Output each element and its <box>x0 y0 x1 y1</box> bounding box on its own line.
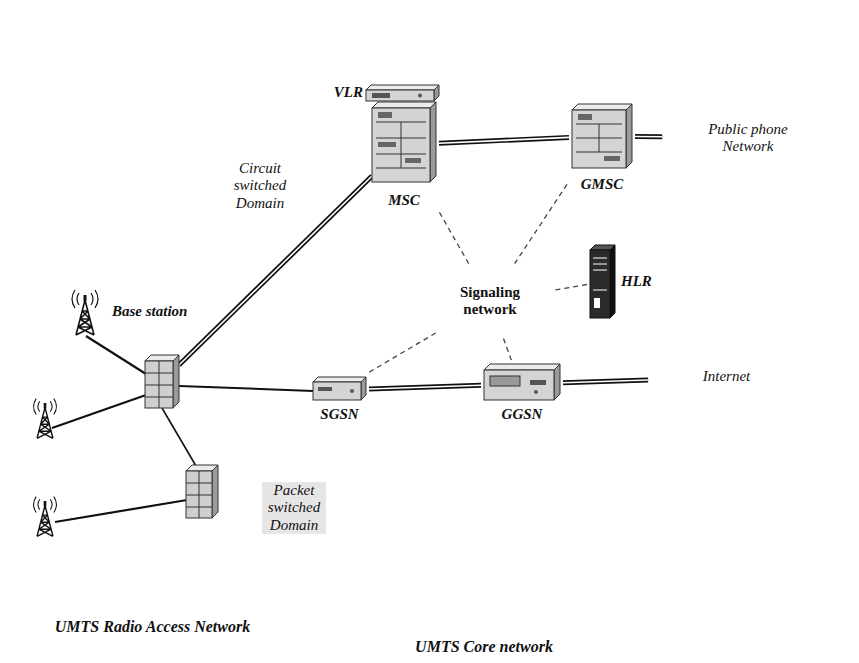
cloud-shape <box>290 2 677 621</box>
ggsn-device <box>484 364 560 400</box>
signaling-dash <box>366 333 436 374</box>
device-label: MSC <box>388 192 420 209</box>
cloud-label: UMTS Radio Access Network <box>55 618 250 636</box>
signaling-link <box>555 285 587 290</box>
vlr-device <box>366 85 439 101</box>
trunk-link <box>635 136 662 137</box>
network-device: GGSN <box>481 361 563 426</box>
label-holder: Packet switched Domain <box>262 482 326 534</box>
signaling-link <box>366 333 436 374</box>
trunk-outer <box>369 385 481 389</box>
trunk-inner <box>635 136 662 138</box>
gmsc-device <box>572 104 632 168</box>
signaling-link <box>515 181 569 263</box>
trunk-link <box>563 380 648 383</box>
base-station-tower <box>34 497 57 537</box>
device-label: Base station <box>112 303 187 320</box>
network-device: MSC <box>369 99 439 212</box>
network-device: Base station <box>65 285 190 339</box>
cloud-label: Signaling network <box>447 284 533 319</box>
cloud-label: UMTS Core network <box>415 638 553 656</box>
base-station-tower <box>72 290 98 335</box>
trunk-inner <box>563 380 648 383</box>
network-cloud: Signaling network <box>420 259 560 343</box>
device-label: GGSN <box>502 406 543 423</box>
trunk-link <box>439 137 569 143</box>
network-device: HLR <box>587 242 655 321</box>
trunk-outer <box>635 134 662 139</box>
network-device: SGSN <box>310 374 369 426</box>
signaling-dash <box>515 181 569 263</box>
device-label: VLR <box>334 84 363 101</box>
cloud-label: Internet <box>703 368 750 385</box>
cloud-label: Public phone Network <box>692 121 804 156</box>
device-label: HLR <box>621 273 652 290</box>
label-holder: Circuit switched Domain <box>228 160 292 212</box>
cloud-shape <box>647 320 840 434</box>
signaling-link <box>439 212 469 264</box>
base-station-tower <box>34 399 57 439</box>
signaling-dash <box>504 339 512 362</box>
network-cloud: Internet <box>640 318 853 436</box>
signaling-dash <box>439 212 469 264</box>
trunk-outer <box>563 380 648 383</box>
trunk-outer <box>439 137 569 143</box>
signaling-dash <box>555 285 587 290</box>
network-cloud: UMTS Core network VLR MSC GMSC Signaling net… <box>288 0 680 663</box>
signaling-link <box>504 339 512 362</box>
rnc-cabinet <box>186 465 218 518</box>
sgsn-device <box>313 377 366 400</box>
rnc-cabinet <box>145 355 179 408</box>
device-label: GMSC <box>581 176 624 193</box>
network-device: GMSC <box>569 101 635 196</box>
cloud-shape <box>425 261 555 341</box>
access-links <box>52 176 372 522</box>
trunk-inner <box>439 137 569 143</box>
msc-device <box>372 102 436 182</box>
network-cloud: Public phone Network <box>655 84 857 192</box>
trunk-link <box>369 385 481 389</box>
network-cloud: UMTS Radio Access Network Base station <box>0 250 305 640</box>
hlr-device <box>590 245 615 318</box>
domain-label: Circuit switched Domain <box>228 160 292 212</box>
trunk-inner <box>369 385 481 389</box>
domain-label: Packet switched Domain <box>262 482 326 534</box>
cloud-shape <box>4 252 298 609</box>
network-device: VLR <box>331 81 442 104</box>
device-label: SGSN <box>320 406 358 423</box>
cloud-shape <box>661 85 846 191</box>
